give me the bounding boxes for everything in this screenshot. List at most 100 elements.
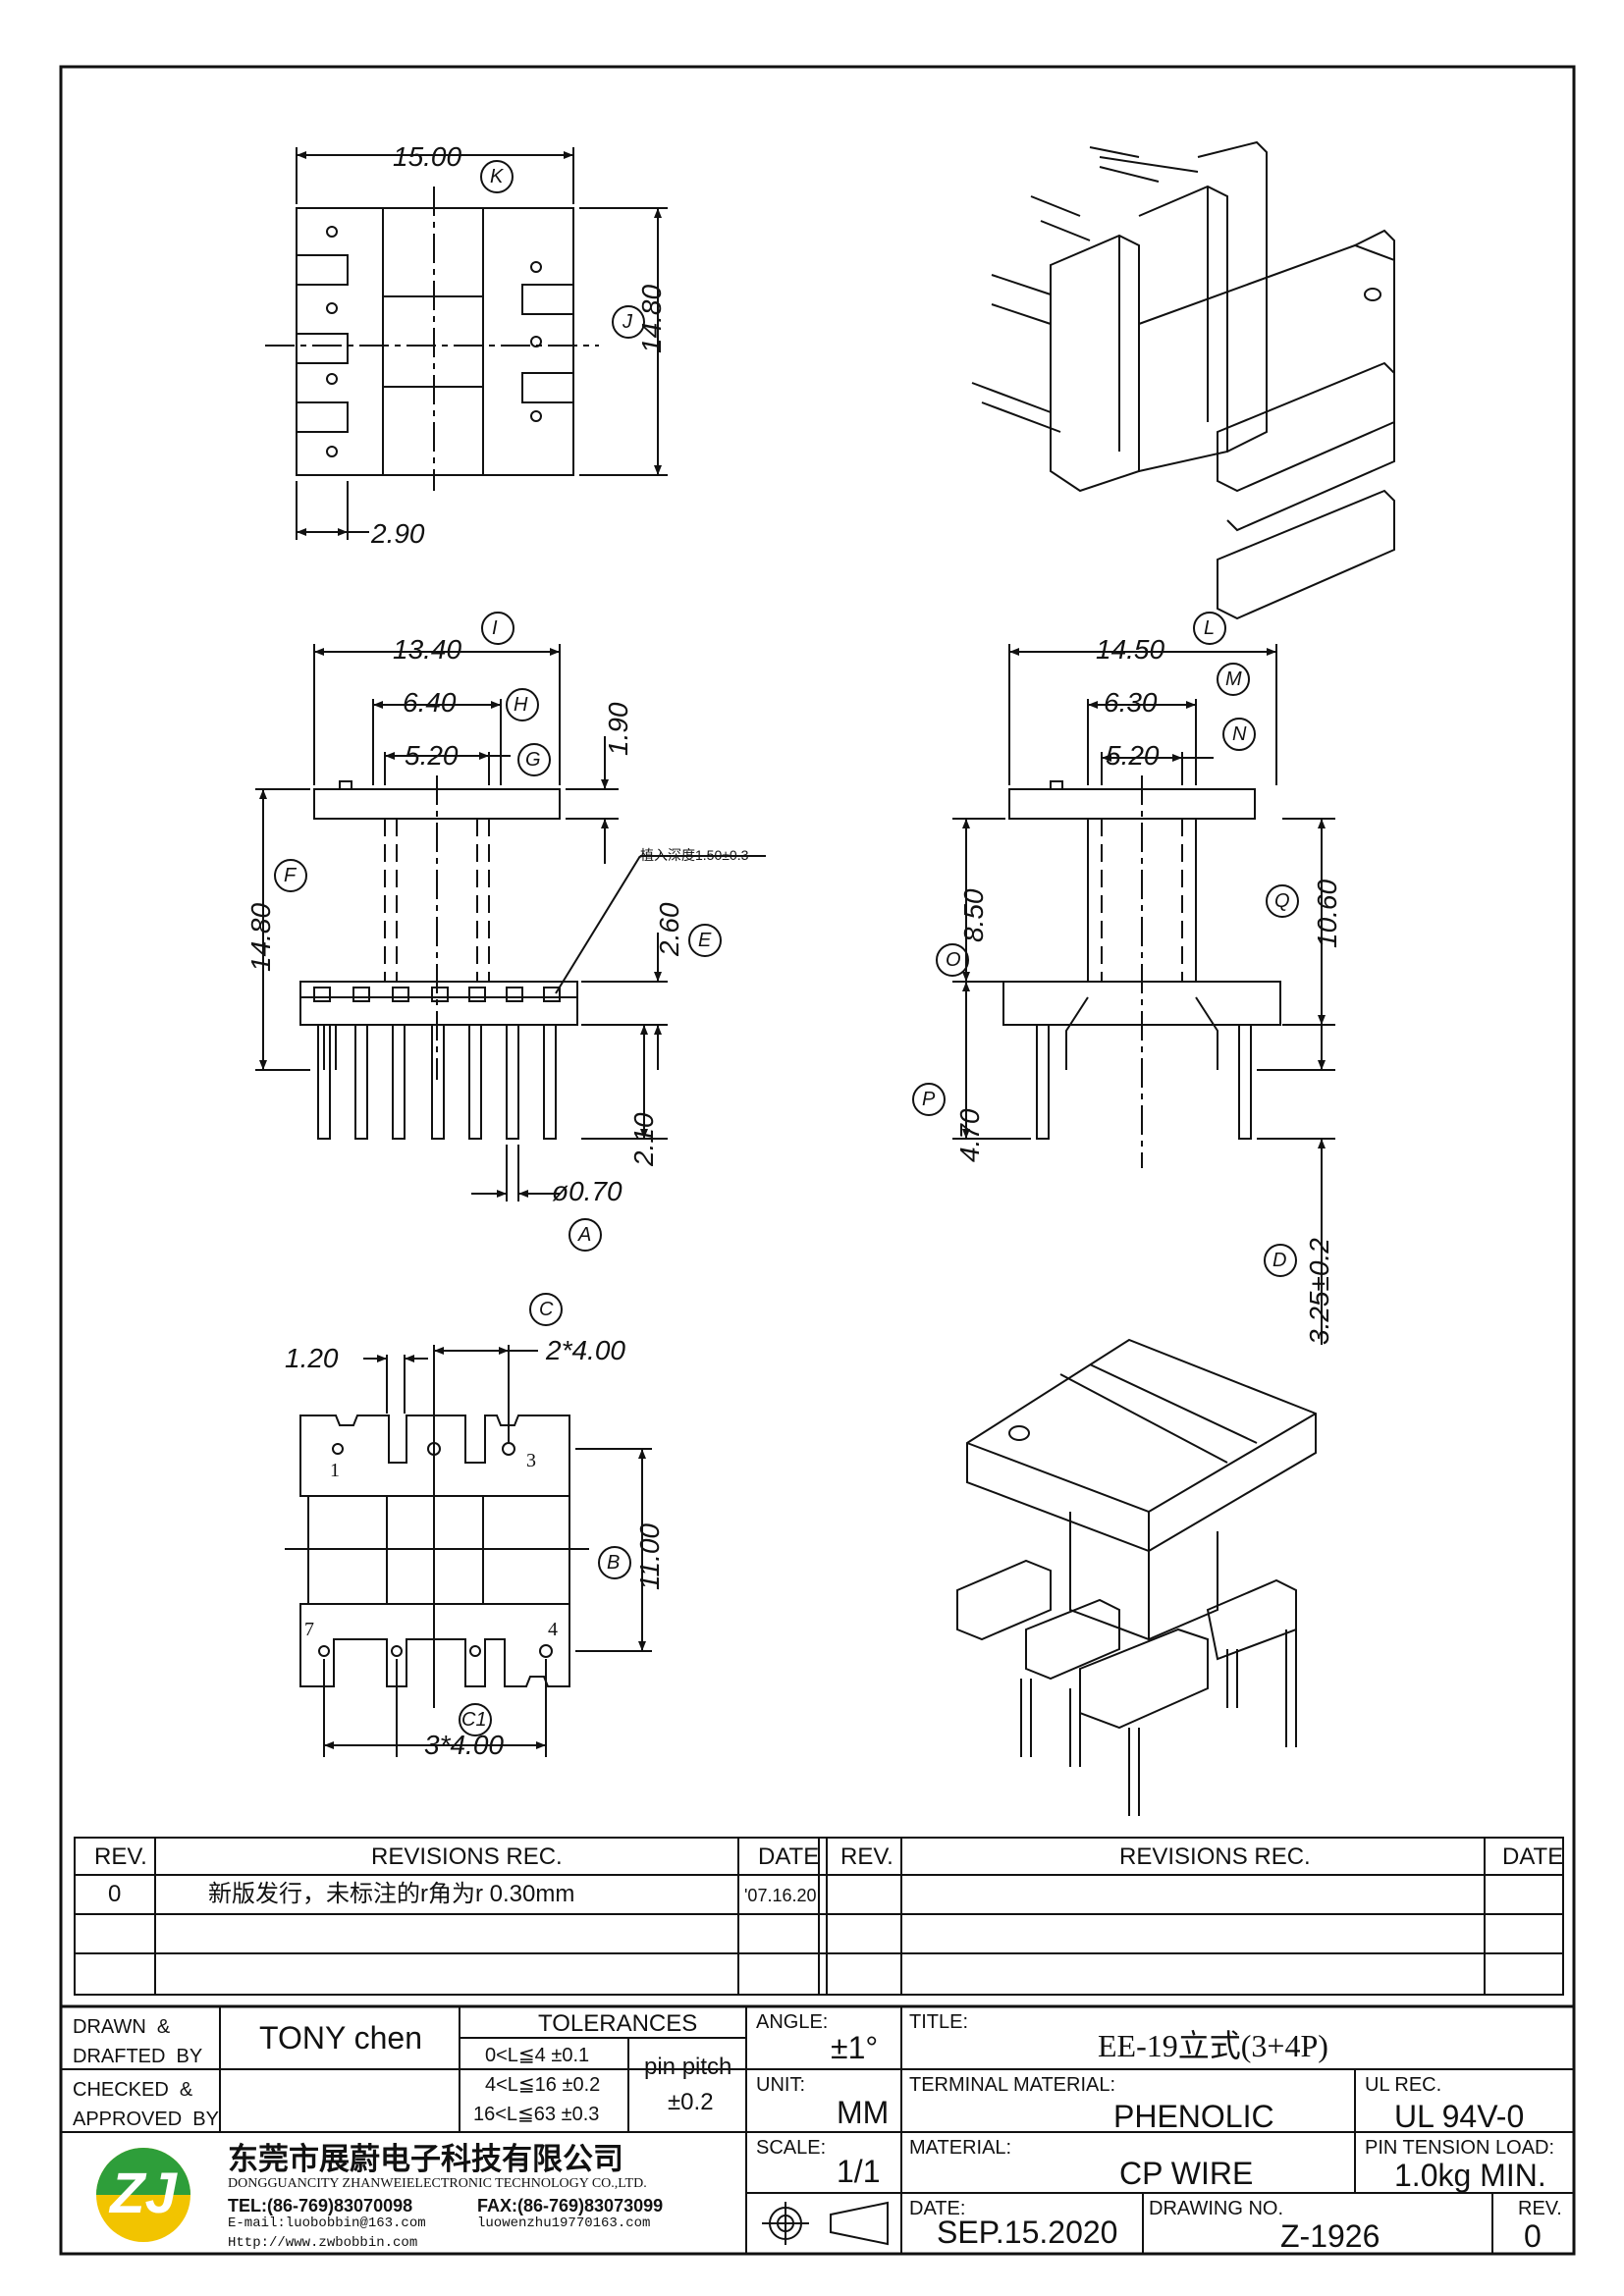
rev-header-rev-right: REV. xyxy=(840,1843,893,1870)
dim-d-length: 3.25±0.2 xyxy=(1304,1238,1334,1345)
tag-i: I xyxy=(492,617,498,639)
dim-top-thickness: 1.90 xyxy=(603,702,633,757)
company-email-1: E-mail:luobobbin@163.com xyxy=(228,2216,426,2231)
title-label: TITLE: xyxy=(909,2011,969,2033)
dim-h-width: 6.40 xyxy=(403,687,457,718)
tag-n: N xyxy=(1232,723,1247,745)
dim-k-width: 15.00 xyxy=(393,141,462,172)
tag-h: H xyxy=(514,694,528,716)
pin-tension-label: PIN TENSION LOAD: xyxy=(1365,2137,1555,2159)
tag-b: B xyxy=(607,1552,621,1574)
dim-c-pitch: 2*4.00 xyxy=(546,1335,625,1365)
company-name-cn: 东莞市展蔚电子科技有限公司 xyxy=(228,2142,623,2176)
tag-q: Q xyxy=(1274,890,1290,912)
ul-rec-value: UL 94V-0 xyxy=(1394,2099,1525,2134)
company-name-en: DONGGUANCITY ZHANWEIELECTRONIC TECHNOLOG… xyxy=(228,2176,647,2191)
tag-m: M xyxy=(1225,668,1242,690)
pin-number-7: 7 xyxy=(304,1619,314,1640)
unit-label: UNIT: xyxy=(756,2074,805,2096)
scale-value: 1/1 xyxy=(837,2154,881,2189)
side-view xyxy=(912,612,1335,1345)
revisions-table xyxy=(74,1837,1564,1996)
tolerances-title: TOLERANCES xyxy=(538,2010,698,2037)
dim-l-width: 14.50 xyxy=(1096,634,1165,665)
tag-d: D xyxy=(1272,1250,1287,1271)
dim-q-height: 10.60 xyxy=(1312,879,1342,948)
material-value: CP WIRE xyxy=(1119,2156,1254,2191)
drawn-by-label: DRAWN & DRAFTED BY xyxy=(73,2016,203,2067)
scale-label: SCALE: xyxy=(756,2137,827,2159)
rev-row1-rev: 0 xyxy=(108,1881,122,1907)
tag-g: G xyxy=(525,749,541,771)
company-tel: TEL:(86-769)83070098 xyxy=(228,2196,413,2216)
dim-b-height: 11.00 xyxy=(634,1523,665,1590)
dim-n-width: 5.20 xyxy=(1106,740,1160,771)
dim-m-width: 6.30 xyxy=(1104,687,1158,718)
dim-c1-pitch: 3*4.00 xyxy=(424,1730,504,1760)
pin-pitch-value: ±0.2 xyxy=(668,2089,714,2115)
projection-symbol xyxy=(762,2201,889,2246)
date-value: SEP.15.2020 xyxy=(937,2215,1118,2250)
tag-e: E xyxy=(698,930,712,951)
dim-i-width: 13.40 xyxy=(393,634,462,665)
tolerance-row-2: 4<L≦16 ±0.2 xyxy=(485,2074,601,2096)
company-fax: FAX:(86-769)83073099 xyxy=(477,2196,664,2216)
angle-label: ANGLE: xyxy=(756,2011,829,2033)
dim-p-height: 4.70 xyxy=(954,1108,985,1163)
rev-header-date-left: DATE xyxy=(758,1843,820,1870)
bottom-view-plan xyxy=(285,1293,652,1757)
dim-pin-length: 2.10 xyxy=(628,1112,659,1167)
tag-c: C xyxy=(539,1299,554,1320)
tag-k: K xyxy=(490,166,504,187)
tag-c1: C1 xyxy=(461,1709,487,1731)
rev-row1-date: '07.16.20 xyxy=(744,1886,817,1905)
unit-value: MM xyxy=(837,2095,890,2130)
date-label: DATE: xyxy=(909,2198,966,2219)
top-view-plan xyxy=(265,147,668,540)
dim-g-width: 5.20 xyxy=(405,740,459,771)
pin-number-4: 4 xyxy=(548,1619,558,1640)
dim-f-height: 14.80 xyxy=(245,902,276,972)
material-label: MATERIAL: xyxy=(909,2137,1012,2159)
pin-pitch-label: pin pitch xyxy=(644,2054,732,2080)
tag-a: A xyxy=(578,1224,592,1246)
title-block xyxy=(61,2004,1574,2254)
dim-b-offset: 1.20 xyxy=(285,1343,339,1373)
drawn-by-value: TONY chen xyxy=(259,2020,423,2056)
rev-label: REV. xyxy=(1518,2198,1562,2219)
angle-value: ±1° xyxy=(831,2030,879,2065)
rev-header-revisions-right: REVISIONS REC. xyxy=(1119,1843,1311,1870)
ul-rec-label: UL REC. xyxy=(1365,2074,1442,2096)
dim-j-height: 14.80 xyxy=(636,284,667,353)
company-website[interactable]: Http://www.zwbobbin.com xyxy=(228,2235,418,2251)
tag-j: J xyxy=(623,311,632,333)
tolerance-row-1: 0<L≦4 ±0.1 xyxy=(485,2045,590,2066)
tag-o: O xyxy=(946,949,961,971)
rev-header-revisions-left: REVISIONS REC. xyxy=(371,1843,563,1870)
tag-p: P xyxy=(922,1089,936,1110)
checked-by-label: CHECKED & APPROVED BY xyxy=(73,2079,219,2130)
dim-e-height: 2.60 xyxy=(654,902,684,957)
dim-o-height: 8.50 xyxy=(958,888,989,943)
tolerance-row-3: 16<L≦63 ±0.3 xyxy=(473,2104,600,2125)
dim-a-diameter: ø0.70 xyxy=(552,1176,623,1206)
rev-value: 0 xyxy=(1524,2218,1542,2254)
terminal-material-label: TERMINAL MATERIAL: xyxy=(909,2074,1116,2096)
drawing-no-label: DRAWING NO. xyxy=(1149,2198,1284,2219)
dim-flange: 2.90 xyxy=(371,518,425,549)
pin-tension-value: 1.0kg MIN. xyxy=(1394,2158,1546,2193)
company-email-2: luowenzhu19770163.com xyxy=(477,2216,651,2231)
isometric-view-upper xyxy=(971,140,1395,620)
pin-number-3: 3 xyxy=(526,1450,536,1471)
rev-header-rev-left: REV. xyxy=(94,1843,147,1870)
company-logo: ZJ xyxy=(96,2148,190,2242)
tag-f: F xyxy=(284,865,297,886)
front-view xyxy=(255,612,766,1252)
pin-number-1: 1 xyxy=(330,1460,340,1481)
terminal-material-value: PHENOLIC xyxy=(1113,2099,1274,2134)
drawing-no-value: Z-1926 xyxy=(1280,2218,1380,2254)
tag-l: L xyxy=(1204,617,1216,639)
rev-header-date-right: DATE xyxy=(1502,1843,1564,1870)
title-value: EE-19立式(3+4P) xyxy=(1098,2028,1328,2063)
